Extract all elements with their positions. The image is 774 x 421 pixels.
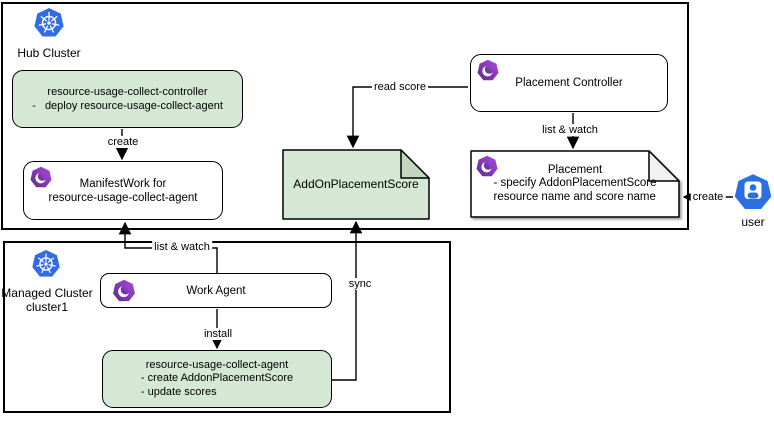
managed-cluster-id: cluster1 [25,300,69,314]
kubernetes-icon [32,249,60,277]
agent-node: resource-usage-collect-agent - create Ad… [102,350,332,408]
hub-cluster-label: Hub Cluster [17,46,81,60]
user-icon [734,174,772,209]
edge-label-list-watch-manifestwork: list & watch [152,241,212,253]
work-agent-node: Work Agent [100,273,332,308]
controller-detail: - deploy resource-usage-collect-agent [32,100,223,112]
agent-detail-1: - create AddonPlacementScore [140,372,294,385]
note-shape [282,149,430,220]
manifestwork-line2: resource-usage-collect-agent [48,191,198,204]
placement-title: Placement [547,163,603,176]
addon-score-title: AddOnPlacementScore [293,176,419,191]
note-shape [470,150,680,218]
edge-label-install: install [201,328,235,340]
ocm-icon [476,155,498,177]
addon-placement-score-note: AddOnPlacementScore [282,149,430,220]
placement-detail-2: resource name and score name [493,190,656,203]
ocm-icon [477,59,499,81]
edge-label-create-user: create [690,191,726,203]
placement-controller-node: Placement Controller [470,54,668,112]
placement-note: Placement - specify AddonPlacementScore … [470,150,680,218]
edge-label-list-watch-placement: list & watch [540,124,600,136]
ocm-icon [113,279,135,302]
controller-node: resource-usage-collect-controller - depl… [12,70,243,128]
agent-title: resource-usage-collect-agent [145,358,289,371]
placement-detail-1: - specify AddonPlacementScore [493,177,657,190]
manifestwork-line1: ManifestWork for [79,177,167,190]
controller-title: resource-usage-collect-controller [47,86,208,98]
work-agent-title: Work Agent [186,284,246,297]
ocm-icon [30,166,52,188]
user-label: user [741,215,765,229]
manifestwork-node: ManifestWork for resource-usage-collect-… [23,161,223,220]
kubernetes-icon [34,8,64,37]
edge-label-create: create [105,136,141,148]
edge-label-read-score: read score [372,81,428,93]
managed-cluster-label: Managed Cluster cluster1 [1,286,93,314]
managed-cluster-name: Managed Cluster [1,286,93,300]
agent-detail-2: - update scores [140,385,217,398]
placement-controller-title: Placement Controller [515,77,623,89]
edge-label-sync: sync [346,278,374,290]
